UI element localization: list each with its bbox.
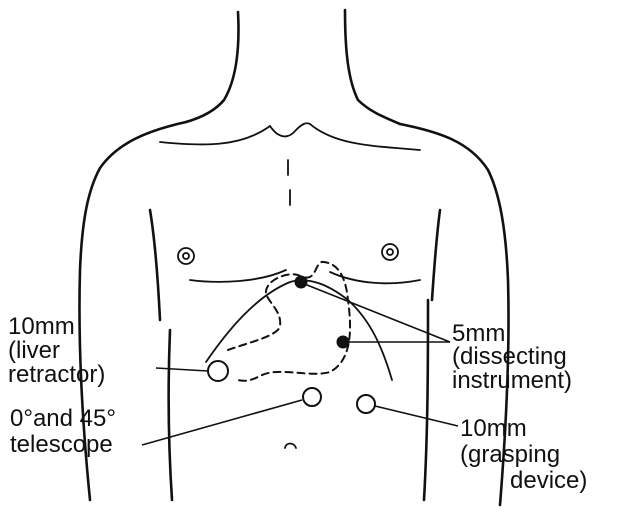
left-armpit [150,210,160,320]
neck-right [345,10,400,124]
neck-left [186,12,238,122]
left-pectoral [190,270,286,282]
label-liver-retractor-line1: 10mm [8,313,75,340]
label-dissecting-line3: instrument) [452,367,572,394]
liver-edge [206,280,392,380]
left-flank [169,330,172,500]
label-dissecting-line2: (dissecting [452,343,567,370]
leader-lines [142,283,458,445]
label-grasping-device: 10mm (grasping device) [460,415,587,494]
torso-outline [79,10,508,505]
liver-retractor-port [208,361,228,381]
right-clavicle [310,124,420,150]
label-liver-retractor: 10mm (liver retractor) [8,313,105,388]
label-liver-retractor-line2: (liver [8,337,60,364]
dissecting-port-lower [337,336,349,348]
right-armpit [432,210,440,300]
sternum [288,160,290,205]
telescope-port [303,388,321,406]
grasping-port [357,395,375,413]
label-grasping-line3: device) [510,467,587,494]
label-telescope: 0°and 45° telescope [10,405,123,458]
label-telescope-line1: 0°and 45° [10,405,116,432]
label-grasping-line2: (grasping [460,441,560,468]
nipple-right [382,244,398,260]
navel [285,444,296,449]
leader-telescope [142,400,302,445]
leader-grasping [375,406,458,426]
sternal-notch [270,123,310,136]
nipple-left [178,248,194,264]
label-grasping-line1: 10mm [460,415,527,442]
right-flank [424,300,428,500]
left-clavicle [160,126,270,145]
chest-details [160,123,420,283]
dissecting-port-upper [295,276,307,288]
leader-liver-retractor [156,368,208,371]
label-dissecting-instrument: 5mm (dissecting instrument) [452,320,573,394]
label-telescope-line2: telescope [10,431,113,458]
label-liver-retractor-line3: retractor) [8,361,105,388]
